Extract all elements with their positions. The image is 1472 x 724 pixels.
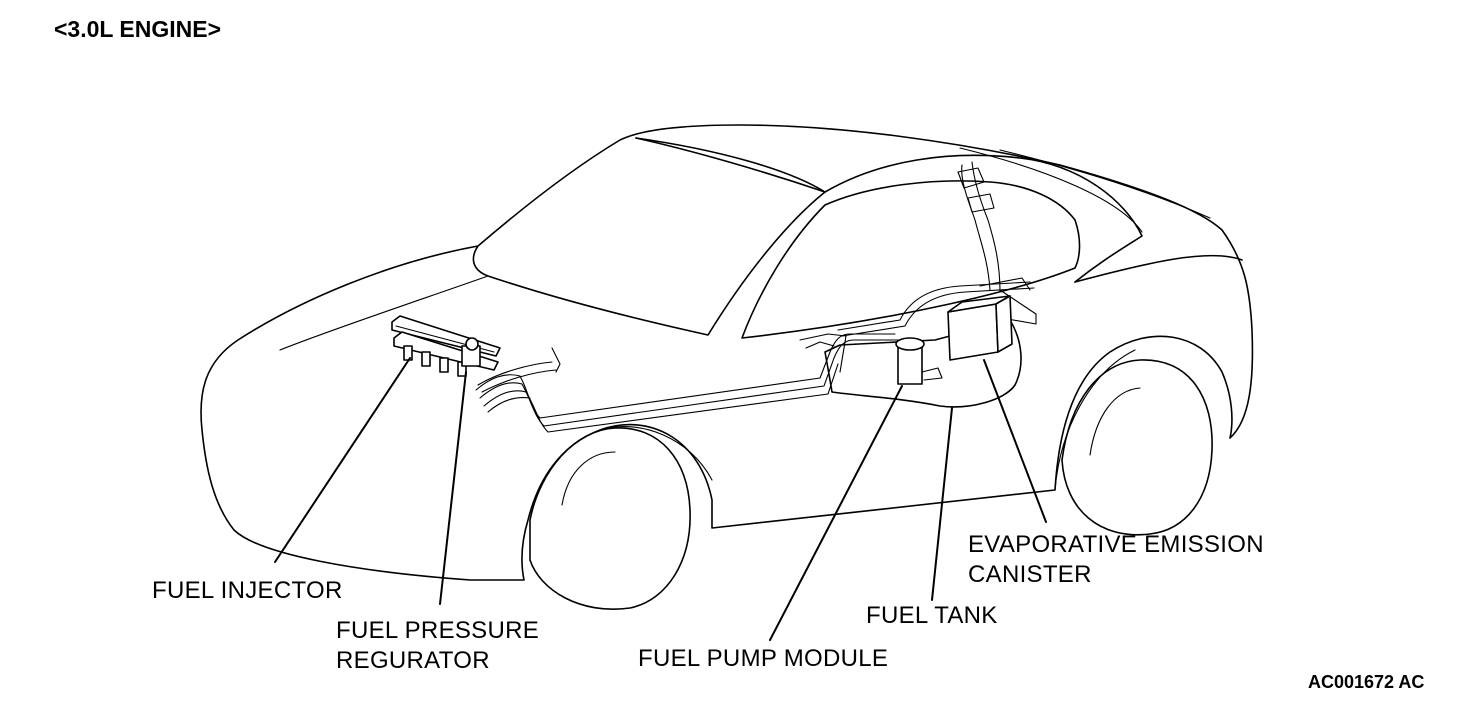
- leader-fuel-pressure-regurator: [439, 371, 467, 605]
- front-wheel: [529, 427, 691, 610]
- roof: [824, 154, 1143, 283]
- leader-fuel-injector: [274, 357, 411, 563]
- car-body-outline: [200, 124, 1254, 581]
- fuel-tank: [824, 319, 1022, 408]
- side-window: [741, 180, 1081, 339]
- label-evaporative-emission-canister: EVAPORATIVE EMISSION CANISTER: [968, 531, 1264, 588]
- evaporative-emission-canister-part: [947, 295, 1013, 361]
- diagram-title: <3.0L ENGINE>: [54, 16, 222, 42]
- figure-code: AC001672 AC: [1308, 672, 1425, 692]
- car-body: [200, 124, 1254, 610]
- leader-fuel-pump-module: [769, 385, 903, 641]
- leader-evaporative-emission-canister: [983, 359, 1047, 523]
- label-fuel-tank: FUEL TANK: [866, 602, 998, 629]
- label-fuel-pump-module: FUEL PUMP MODULE: [638, 645, 889, 672]
- leader-lines: [274, 357, 1047, 641]
- label-fuel-injector: FUEL INJECTOR: [152, 577, 343, 604]
- fuel-pump-module-part: [895, 337, 943, 385]
- fuel-lines: [475, 161, 1037, 433]
- rear-wheel: [1061, 359, 1213, 536]
- fuel-rail: [391, 315, 501, 377]
- fuel-injector-part: [403, 345, 467, 377]
- fuel-pressure-regurator-part: [461, 337, 481, 367]
- leader-fuel-tank: [931, 407, 953, 601]
- windshield: [472, 137, 826, 336]
- label-fuel-pressure-regurator: FUEL PRESSURE REGURATOR: [336, 617, 540, 674]
